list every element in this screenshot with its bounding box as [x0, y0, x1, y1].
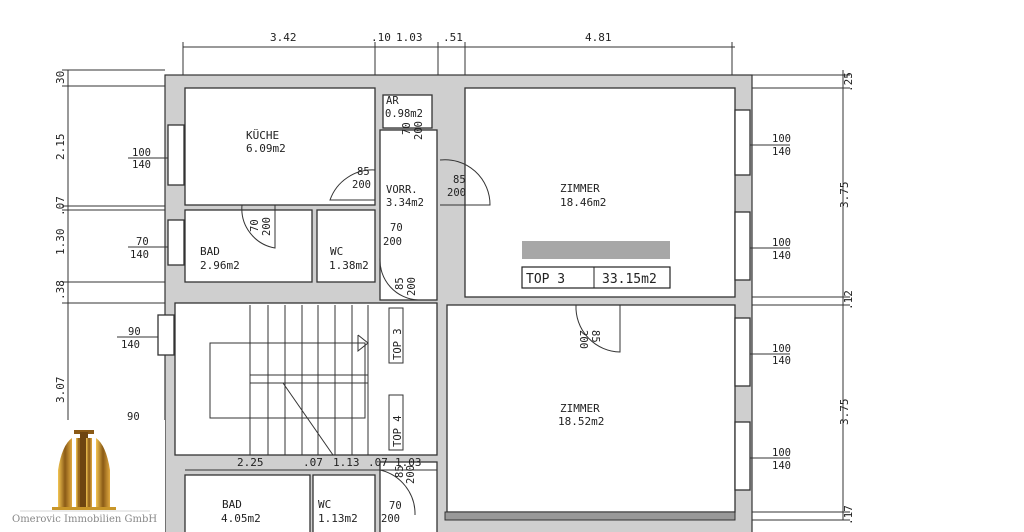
door-label: 70	[401, 122, 413, 135]
room-name: KÜCHE	[246, 129, 279, 142]
dim-right: .25	[842, 72, 855, 92]
walls	[157, 74, 753, 532]
door-label: 85	[357, 166, 370, 178]
door-label: 200	[383, 236, 402, 248]
company-name: Omerovic Immobilien GmbH	[12, 514, 157, 525]
dim-top: 1.03	[396, 31, 423, 44]
door-label: 70	[389, 500, 402, 512]
room-zimmer-1	[464, 87, 736, 298]
room-wc	[316, 209, 376, 283]
room-area: 4.05m2	[221, 512, 261, 525]
dim-top: .51	[443, 31, 463, 44]
room-area: 6.09m2	[246, 142, 286, 155]
door-label: 200	[406, 277, 418, 296]
door-label: 85	[394, 465, 406, 478]
door-label: 200	[577, 330, 589, 349]
room-area: 18.46m2	[560, 196, 606, 209]
door-label: 200	[261, 217, 273, 236]
window-label: 100	[772, 343, 791, 355]
window-label: 100	[772, 237, 791, 249]
door-label: 200	[447, 187, 466, 199]
dim-left: 1.30	[54, 229, 67, 256]
window-label: 140	[772, 250, 791, 262]
window-label: 70	[136, 236, 149, 248]
window-label: 100	[132, 147, 151, 159]
company-logo: Omerovic Immobilien GmbH	[12, 430, 157, 525]
dim-left: 3.07	[54, 377, 67, 404]
door-label: 85	[453, 174, 466, 186]
window-label: 100	[772, 447, 791, 459]
stair-label-top4: TOP 4	[392, 415, 404, 447]
room-name: VORR.	[386, 184, 418, 196]
window-label: 140	[132, 159, 151, 171]
dim-right: 3.75	[838, 399, 851, 426]
room-bad	[184, 209, 313, 283]
dim-left: 30	[54, 71, 67, 84]
window-label: 140	[130, 249, 149, 261]
dim-bottom: 1.13	[333, 456, 360, 469]
room-ar	[382, 94, 433, 129]
door-label: 85	[394, 277, 406, 290]
window-label: 140	[772, 460, 791, 472]
room-area: 1.38m2	[329, 259, 369, 272]
window-label: 90	[128, 326, 141, 338]
door-label: 200	[413, 121, 425, 140]
dim-top: .10	[371, 31, 391, 44]
unit-name: TOP 3	[526, 272, 565, 287]
unit-area: 33.15m2	[602, 272, 657, 287]
faded-unit-box	[522, 241, 670, 259]
room-name: ZIMMER	[560, 182, 600, 195]
dim-right: .12	[842, 290, 855, 310]
window-label: 140	[772, 355, 791, 367]
room-kueche	[184, 87, 376, 206]
dim-bottom: .07	[368, 456, 388, 469]
dim-left: 2.15	[54, 134, 67, 161]
room-name: ZIMMER	[560, 402, 600, 415]
stair-label-top3: TOP 3	[392, 328, 404, 360]
door-label: 85	[589, 330, 601, 343]
room-bad-2	[184, 474, 311, 532]
room-area: 1.13m2	[318, 512, 358, 525]
room-name: BAD	[222, 498, 242, 511]
window-label: 100	[772, 133, 791, 145]
room-name: AR	[386, 95, 399, 107]
room-area: 0.98m2	[385, 108, 423, 120]
dim-left: .07	[54, 196, 67, 216]
room-name: WC	[318, 498, 331, 511]
dim-bottom: 2.25	[237, 456, 264, 469]
door-label: 70	[249, 219, 261, 232]
door-label: 200	[352, 179, 371, 191]
room-wc-2	[312, 474, 376, 532]
dim-right: 3.75	[838, 182, 851, 209]
room-name: WC	[330, 245, 343, 258]
dimension-lines	[62, 42, 850, 521]
stairs	[209, 305, 369, 456]
door-label: 200	[405, 465, 417, 484]
window-label: 140	[772, 146, 791, 158]
door-label: 70	[390, 222, 403, 234]
room-area: 2.96m2	[200, 259, 240, 272]
door-swings	[241, 159, 621, 516]
unit-box: TOP 3 33.15m2	[521, 266, 671, 289]
dim-bottom: 1.03	[395, 456, 422, 469]
dim-top: 4.81	[585, 31, 612, 44]
window-label: 140	[121, 339, 140, 351]
room-area: 3.34m2	[386, 197, 424, 209]
dim-right: .17	[842, 505, 855, 525]
room-vorr	[379, 129, 438, 301]
dim-left: .38	[54, 280, 67, 300]
dim-bottom: .07	[303, 456, 323, 469]
room-area: 18.52m2	[558, 415, 604, 428]
room-zimmer-2	[446, 304, 736, 513]
dim-top: 3.42	[270, 31, 297, 44]
room-name: BAD	[200, 245, 220, 258]
door-label: 200	[381, 513, 400, 525]
